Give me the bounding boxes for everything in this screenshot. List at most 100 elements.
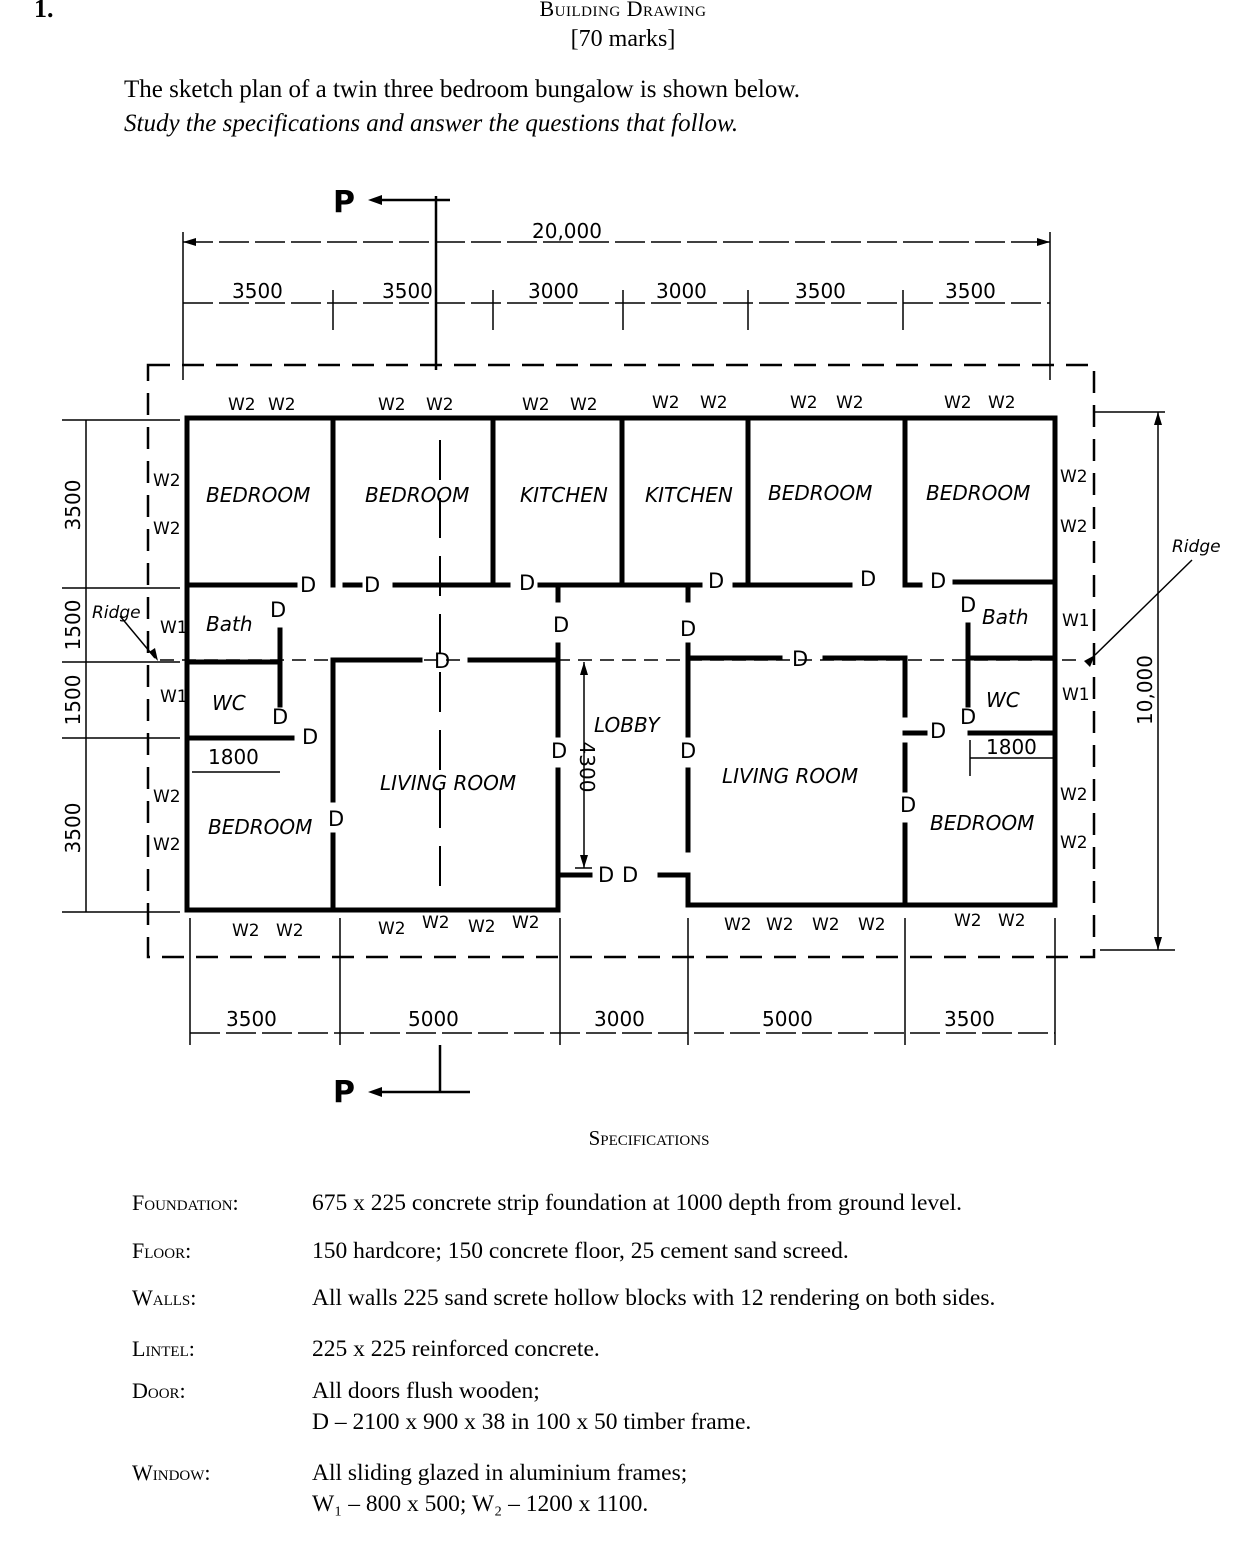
- spec-line: All doors flush wooden;: [312, 1378, 540, 1404]
- bottom-dimension: 5000: [408, 1007, 459, 1031]
- door-mark: D: [680, 739, 696, 763]
- spec-text: 225 x 225 reinforced concrete.: [312, 1336, 600, 1367]
- top-dimension: 3500: [945, 279, 996, 303]
- door-mark: D: [900, 793, 916, 817]
- window-mark-w2: W2: [378, 395, 406, 415]
- floor-plan-drawing: P P: [61, 185, 1221, 1110]
- spec-line: 675 x 225 concrete strip foundation at 1…: [312, 1190, 963, 1216]
- wc-width-dim-left: 1800: [208, 745, 259, 769]
- door-mark: D: [960, 705, 976, 729]
- room-label-wc: WC: [212, 691, 246, 715]
- spec-line: All walls 225 sand screte hollow blocks …: [312, 1285, 996, 1311]
- room-label-bedroom: BEDROOM: [206, 483, 310, 507]
- window-mark-w2: W2: [153, 519, 181, 539]
- bottom-dimension: 3000: [594, 1007, 645, 1031]
- room-label-bedroom: BEDROOM: [208, 815, 312, 839]
- spec-label: Window:: [132, 1460, 211, 1485]
- spec-label: Walls:: [132, 1285, 197, 1310]
- left-dimension: 3500: [61, 480, 85, 531]
- door-mark: D: [551, 739, 567, 763]
- window-mark-w2: W2: [422, 913, 450, 933]
- door-mark: D: [302, 725, 318, 749]
- spec-line: W₁ – 800 x 500; W₂ – 1200 x 1100.: [312, 1491, 649, 1517]
- window-mark-w2: W2: [766, 915, 794, 935]
- section-marker-top: P: [333, 185, 355, 220]
- window-mark-w2: W2: [268, 395, 296, 415]
- room-label-bedroom: BEDROOM: [930, 811, 1034, 835]
- window-mark-w2: W2: [228, 395, 256, 415]
- room-label-wc: WC: [986, 688, 1020, 712]
- window-mark-w2: W2: [836, 393, 864, 413]
- room-label-bedroom: BEDROOM: [365, 483, 469, 507]
- door-mark: D: [434, 649, 450, 673]
- room-label-bath: Bath: [982, 605, 1029, 629]
- spec-label: Floor:: [132, 1238, 192, 1263]
- window-mark-w2: W2: [468, 917, 496, 937]
- window-mark-w2: W2: [153, 787, 181, 807]
- room-label-kitchen: KITCHEN: [645, 483, 733, 507]
- overall-width-dim: 20,000: [532, 219, 602, 243]
- top-dimension: 3000: [528, 279, 579, 303]
- window-mark-w1: W1: [160, 687, 188, 707]
- spec-line: D – 2100 x 900 x 38 in 100 x 50 timber f…: [312, 1409, 752, 1435]
- spec-label: Door:: [132, 1378, 186, 1403]
- window-mark-w2: W2: [426, 395, 454, 415]
- window-mark-w2: W2: [1060, 833, 1088, 853]
- door-mark: D: [792, 647, 808, 671]
- window-mark-w2: W2: [276, 921, 304, 941]
- window-mark-w2: W2: [1060, 785, 1088, 805]
- door-mark: D: [519, 571, 535, 595]
- overall-depth-dim: 10,000: [1133, 655, 1157, 725]
- left-dimension: 3500: [61, 803, 85, 854]
- room-label-kitchen: KITCHEN: [520, 483, 608, 507]
- door-mark: D: [272, 705, 288, 729]
- top-dimension: 3500: [382, 279, 433, 303]
- spec-label: Lintel:: [132, 1336, 195, 1361]
- door-mark: D: [708, 569, 724, 593]
- room-label-living-room: LIVING ROOM: [380, 771, 516, 795]
- ridge-label-right: Ridge: [1172, 537, 1221, 557]
- window-mark-w1: W1: [1062, 685, 1090, 705]
- window-mark-w1: W1: [160, 618, 188, 638]
- door-mark: D: [328, 807, 344, 831]
- intro-text: The sketch plan of a twin three bedroom …: [124, 76, 801, 103]
- door-mark: D: [364, 573, 380, 597]
- window-mark-w2: W2: [153, 835, 181, 855]
- door-mark: D: [270, 598, 286, 622]
- left-dimension: 1500: [61, 675, 85, 726]
- bottom-dimension: 5000: [762, 1007, 813, 1031]
- window-mark-w2: W2: [988, 393, 1016, 413]
- door-mark: D: [553, 613, 569, 637]
- window-mark-w1: W1: [1062, 611, 1090, 631]
- window-mark-w2: W2: [652, 393, 680, 413]
- window-mark-w2: W2: [153, 471, 181, 491]
- spec-text: All sliding glazed in aluminium frames;W…: [312, 1460, 687, 1522]
- intro-instruction: Study the specifications and answer the …: [124, 110, 739, 137]
- section-line: [372, 196, 470, 1094]
- door-mark: D: [930, 719, 946, 743]
- window-mark-w2: W2: [512, 913, 540, 933]
- window-mark-w2: W2: [790, 393, 818, 413]
- question-number: 1.: [34, 0, 54, 23]
- room-label-bath: Bath: [206, 612, 253, 636]
- roof-outline: [146, 363, 1096, 959]
- top-dimension: 3000: [656, 279, 707, 303]
- walls: [184, 415, 1058, 913]
- window-mark-w2: W2: [998, 911, 1026, 931]
- door-mark: D: [300, 573, 316, 597]
- spec-label: Foundation:: [132, 1190, 239, 1215]
- wc-width-dim-right: 1800: [986, 735, 1037, 759]
- specifications-title: Specifications: [588, 1126, 710, 1150]
- window-mark-w2: W2: [858, 915, 886, 935]
- ridge-label-left: Ridge: [92, 603, 141, 623]
- window-mark-w2: W2: [378, 919, 406, 939]
- room-label-lobby: LOBBY: [594, 713, 661, 737]
- spec-text: 675 x 225 concrete strip foundation at 1…: [312, 1190, 962, 1221]
- top-dimension: 3500: [232, 279, 283, 303]
- door-mark: D: [680, 617, 696, 641]
- room-label-bedroom: BEDROOM: [926, 481, 1030, 505]
- door-mark: D: [598, 863, 614, 887]
- spec-line: 150 hardcore; 150 concrete floor, 25 cem…: [312, 1238, 849, 1264]
- spec-line: 225 x 225 reinforced concrete.: [312, 1336, 600, 1362]
- spec-text: All doors flush wooden; D – 2100 x 900 x …: [312, 1378, 751, 1440]
